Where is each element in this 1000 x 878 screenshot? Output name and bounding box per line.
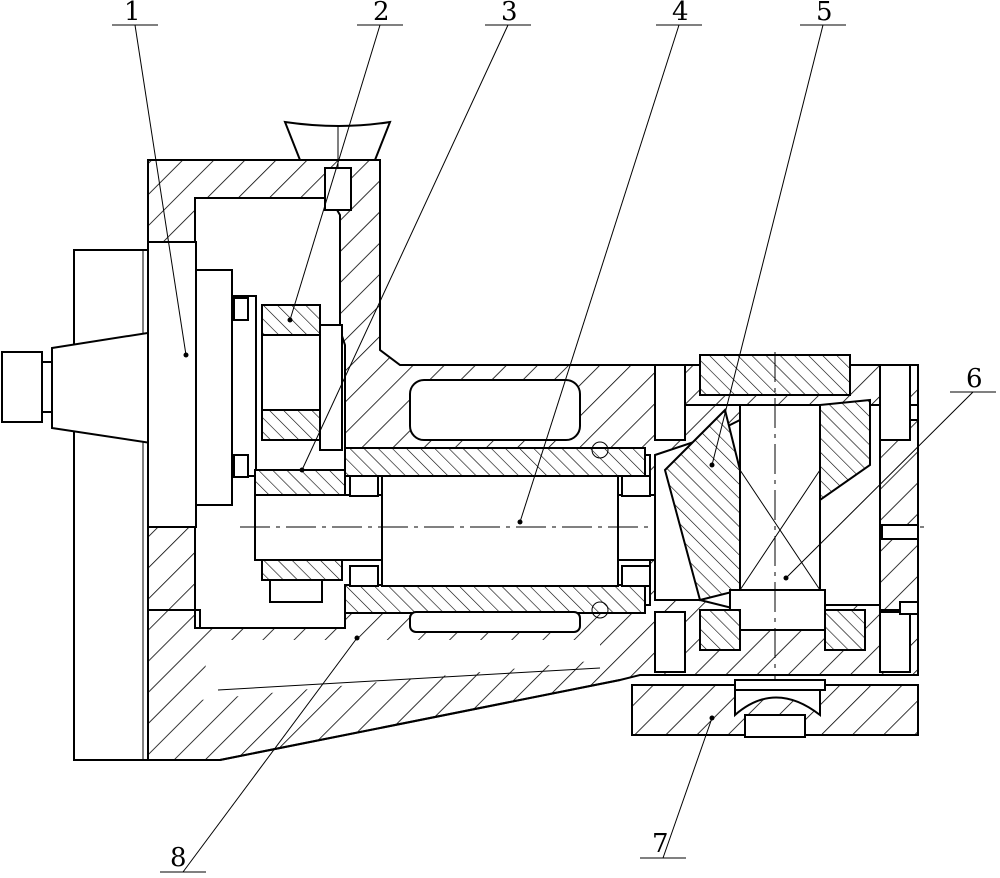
callout-label-5: 5	[816, 0, 833, 27]
callout-label-1: 1	[124, 0, 141, 27]
callout-label-4: 4	[672, 0, 689, 27]
callout-label-8: 8	[170, 843, 187, 873]
callout-label-6: 6	[966, 364, 983, 394]
callout-label-2: 2	[373, 0, 390, 27]
base-plate	[632, 680, 918, 737]
callout-label-3: 3	[501, 0, 518, 27]
back-plate	[74, 250, 148, 760]
callout-label-7: 7	[652, 829, 669, 859]
callout-7: 7	[640, 716, 715, 860]
